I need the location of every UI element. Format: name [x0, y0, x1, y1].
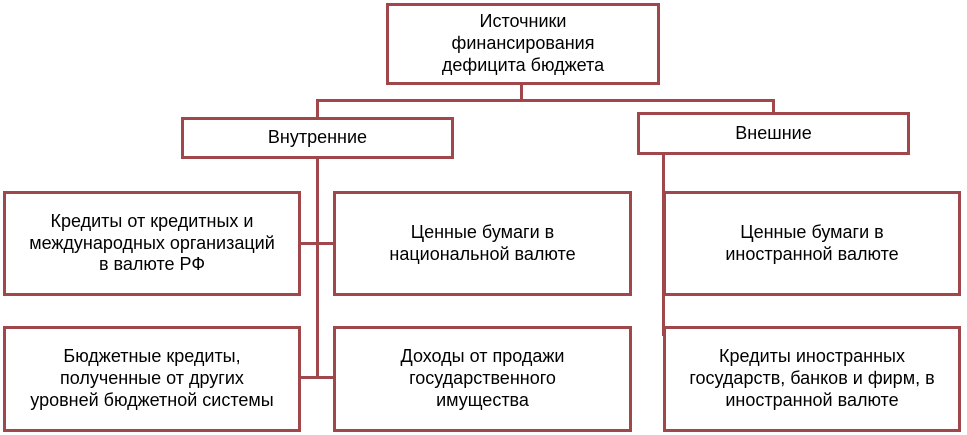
external-item-1-line-1: Ценные бумаги в	[740, 221, 884, 242]
external-sources-box: Внешние	[637, 112, 910, 155]
internal-item-1-line-1: Кредиты от кредитных и	[50, 210, 254, 231]
root-label-line-1: Источники	[479, 11, 567, 32]
connector-root-down	[520, 83, 523, 101]
internal-item-3-line-3: уровней бюджетной системы	[30, 389, 274, 410]
internal-item-box: Ценные бумаги в национальной валюте	[333, 191, 632, 296]
connector-to-external	[772, 99, 775, 114]
external-item-box: Кредиты иностранных государств, банков и…	[663, 326, 961, 432]
external-item-box: Ценные бумаги в иностранной валюте	[663, 191, 961, 296]
connector-internal-branch-row2	[299, 376, 335, 379]
internal-sources-box: Внутренние	[181, 117, 454, 159]
external-item-2-line-1: Кредиты иностранных	[719, 346, 905, 367]
external-item-1-line-2: иностранной валюте	[725, 243, 899, 264]
internal-item-3-line-1: Бюджетные кредиты,	[63, 346, 241, 367]
internal-item-2-line-2: национальной валюте	[389, 243, 576, 264]
internal-item-4-line-3: имущества	[436, 389, 529, 410]
root-box: Источники финансирования дефицита бюджет…	[386, 3, 660, 85]
external-sources-label: Внешние	[735, 122, 812, 143]
internal-item-4-line-1: Доходы от продажи	[400, 346, 565, 367]
internal-item-1-line-3: в валюте РФ	[98, 254, 206, 275]
internal-item-4-line-2: государственного	[409, 368, 556, 389]
connector-internal-trunk	[316, 157, 319, 379]
internal-item-box: Кредиты от кредитных и международных орг…	[3, 191, 301, 296]
internal-item-3-line-2: полученные от других	[60, 368, 244, 389]
connector-to-internal	[316, 99, 319, 119]
internal-item-2-line-1: Ценные бумаги в	[410, 221, 555, 242]
root-label-line-2: финансирования	[451, 33, 595, 54]
external-item-2-line-2: государств, банков и фирм, в	[689, 368, 935, 389]
internal-item-1-line-2: международных организаций	[29, 232, 275, 253]
connector-internal-branch-row1	[299, 242, 335, 245]
root-label-line-3: дефицита бюджета	[441, 54, 605, 75]
internal-item-box: Доходы от продажи государственного имуще…	[333, 326, 632, 432]
connector-horizontal-bus	[316, 99, 775, 102]
internal-item-box: Бюджетные кредиты, полученные от других …	[3, 326, 301, 432]
internal-sources-label: Внутренние	[267, 127, 368, 148]
external-item-2-line-3: иностранной валюте	[725, 389, 899, 410]
